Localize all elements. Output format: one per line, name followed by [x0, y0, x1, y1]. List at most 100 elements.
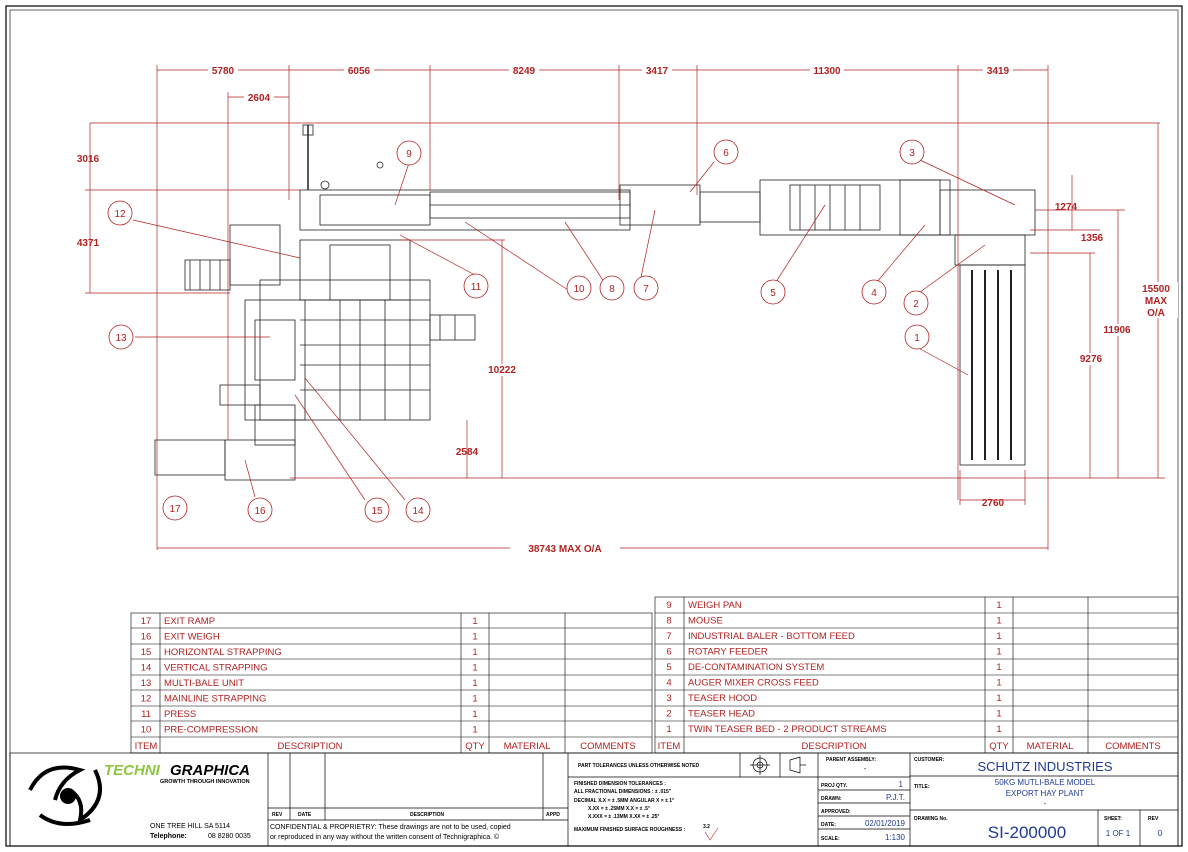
bom-item-description: AUGER MIXER CROSS FEED: [688, 678, 819, 689]
dim-right-max: MAX: [1145, 296, 1168, 307]
bom-item-qty: 1: [996, 616, 1001, 627]
projection-symbol-icon: [789, 756, 806, 774]
balloon-8: 8: [599, 275, 625, 301]
date-label: DATE:: [821, 822, 836, 828]
bom-item-description: ROTARY FEEDER: [688, 647, 768, 658]
dim-top-2: 6056: [348, 66, 371, 77]
dimension-labels: 5780 6056 8249 3417 11300 3419 2604 3016…: [77, 64, 1178, 555]
svg-text:1: 1: [914, 333, 920, 344]
bom-item-qty: 1: [472, 663, 477, 674]
svg-text:15: 15: [371, 506, 383, 517]
svg-text:2: 2: [913, 299, 919, 310]
svg-text:12: 12: [114, 209, 126, 220]
balloon-3: 3: [899, 139, 925, 165]
bom-item-qty: 1: [996, 678, 1001, 689]
dim-top-1: 5780: [212, 66, 235, 77]
svg-text:7: 7: [643, 284, 649, 295]
svg-text:9: 9: [406, 149, 412, 160]
tol-line-3: DECIMAL X.X = ± .5MM ANGULAR X = ± 1°: [574, 798, 674, 804]
bom-item-description: PRE-COMPRESSION: [164, 725, 258, 736]
title-line-3: -: [1044, 799, 1047, 808]
svg-text:5: 5: [770, 288, 776, 299]
bom-header-description: DESCRIPTION: [802, 741, 867, 752]
bom-item-description: MOUSE: [688, 616, 723, 627]
bom-item-number: 6: [666, 647, 671, 658]
bom-item-number: 12: [141, 694, 152, 705]
proj-qty-label: PROJ QTY.: [821, 783, 848, 789]
bom-item-qty: 1: [996, 724, 1001, 735]
roughness-label: MAXIMUM FINISHED SURFACE ROUGHNESS :: [574, 827, 685, 833]
confidential-line-2: or reproduced in any way without the wri…: [270, 833, 500, 841]
bom-item-description: TWIN TEASER BED - 2 PRODUCT STREAMS: [688, 724, 887, 735]
dim-inner-3: 2760: [982, 498, 1005, 509]
svg-text:6: 6: [723, 148, 729, 159]
bom-item-number: 15: [141, 647, 152, 658]
balloon-10: 10: [566, 275, 592, 301]
title-block-lines: [9, 752, 1179, 847]
sheet-border: [5, 5, 1183, 847]
bom-header-material: MATERIAL: [1027, 741, 1074, 752]
bom-item-qty: 1: [996, 662, 1001, 673]
rev-value: 0: [1158, 829, 1163, 838]
dim-inner-1: 10222: [488, 365, 516, 376]
dimension-lines: [85, 65, 1165, 550]
bom-item-number: 3: [666, 693, 671, 704]
tol-line-5: X.XXX = ± .13MM X.XX = ± .25°: [588, 814, 659, 820]
proj-qty-value: 1: [899, 780, 904, 789]
dim-top-5: 11300: [813, 66, 841, 77]
bom-item-qty: 1: [472, 647, 477, 658]
bom-item-description: WEIGH PAN: [688, 600, 742, 611]
parent-assembly-value: -: [864, 766, 867, 773]
sheet-label: SHEET:: [1104, 816, 1122, 822]
balloon-7: 7: [633, 275, 659, 301]
logo-tagline: GROWTH THROUGH INNOVATION: [160, 779, 250, 785]
bom-item-number: 2: [666, 709, 671, 720]
bom-header-qty: QTY: [989, 741, 1009, 752]
bom-item-description: INDUSTRIAL BALER - BOTTOM FEED: [688, 631, 855, 642]
dim-overall: 38743 MAX O/A: [528, 544, 601, 555]
bom-item-number: 11: [141, 709, 151, 720]
bom-item-description: TEASER HOOD: [688, 693, 757, 704]
bom-item-description: MAINLINE STRAPPING: [164, 694, 266, 705]
bom-item-description: EXIT WEIGH: [164, 632, 220, 643]
telephone-number: 08 8280 0035: [208, 833, 251, 840]
tolerance-title: PART TOLERANCES UNLESS OTHERWISE NOTED: [578, 763, 700, 769]
balloon-15: 15: [364, 497, 390, 523]
svg-text:17: 17: [169, 504, 181, 515]
bom-item-description: EXIT RAMP: [164, 616, 215, 627]
tol-line-2: ALL FRACTIONAL DIMENSIONS : ± .015": [574, 789, 672, 795]
bom-item-number: 5: [666, 662, 671, 673]
drawn-value: P.J.T.: [886, 793, 905, 802]
parent-assembly-label: PARENT ASSEMBLY:: [826, 757, 876, 763]
description-header: DESCRIPTION: [410, 812, 445, 818]
dim-right-3: 15500: [1142, 284, 1170, 295]
drawing-number: SI-200000: [988, 823, 1066, 842]
dim-inner-2: 2584: [456, 447, 479, 458]
bom-item-qty: 1: [996, 709, 1001, 720]
date-value: 02/01/2019: [865, 819, 906, 828]
dim-top-3: 8249: [513, 66, 536, 77]
dim-top-sub: 2604: [248, 93, 271, 104]
logo-swirl-icon: [28, 765, 102, 826]
inner-border: [9, 9, 1179, 847]
roughness-check-icon: [704, 827, 719, 841]
title-line-1: 50KG MUTLI-BALE MODEL: [995, 778, 1096, 787]
bom-item-qty: 1: [472, 632, 477, 643]
bom-table: [130, 596, 1179, 754]
bom-item-number: 8: [666, 616, 671, 627]
roughness-value: 3.2: [703, 824, 710, 830]
bom-item-description: HORIZONTAL STRAPPING: [164, 647, 282, 658]
bom-header-comments: COMMENTS: [580, 741, 635, 752]
bom-item-number: 4: [666, 678, 671, 689]
customer-label: CUSTOMER:: [914, 757, 945, 763]
company-address: ONE TREE HILL SA 5114: [150, 823, 230, 830]
bom-header-item: ITEM: [658, 741, 681, 752]
drawn-label: DRAWN:: [821, 796, 842, 802]
bom-item-qty: 1: [996, 631, 1001, 642]
tol-line-1: FINISHED DIMENSION TOLERANCES :: [574, 781, 666, 787]
svg-text:4: 4: [871, 288, 877, 299]
balloon-11: 11: [463, 273, 489, 299]
bom-header-material: MATERIAL: [504, 741, 551, 752]
